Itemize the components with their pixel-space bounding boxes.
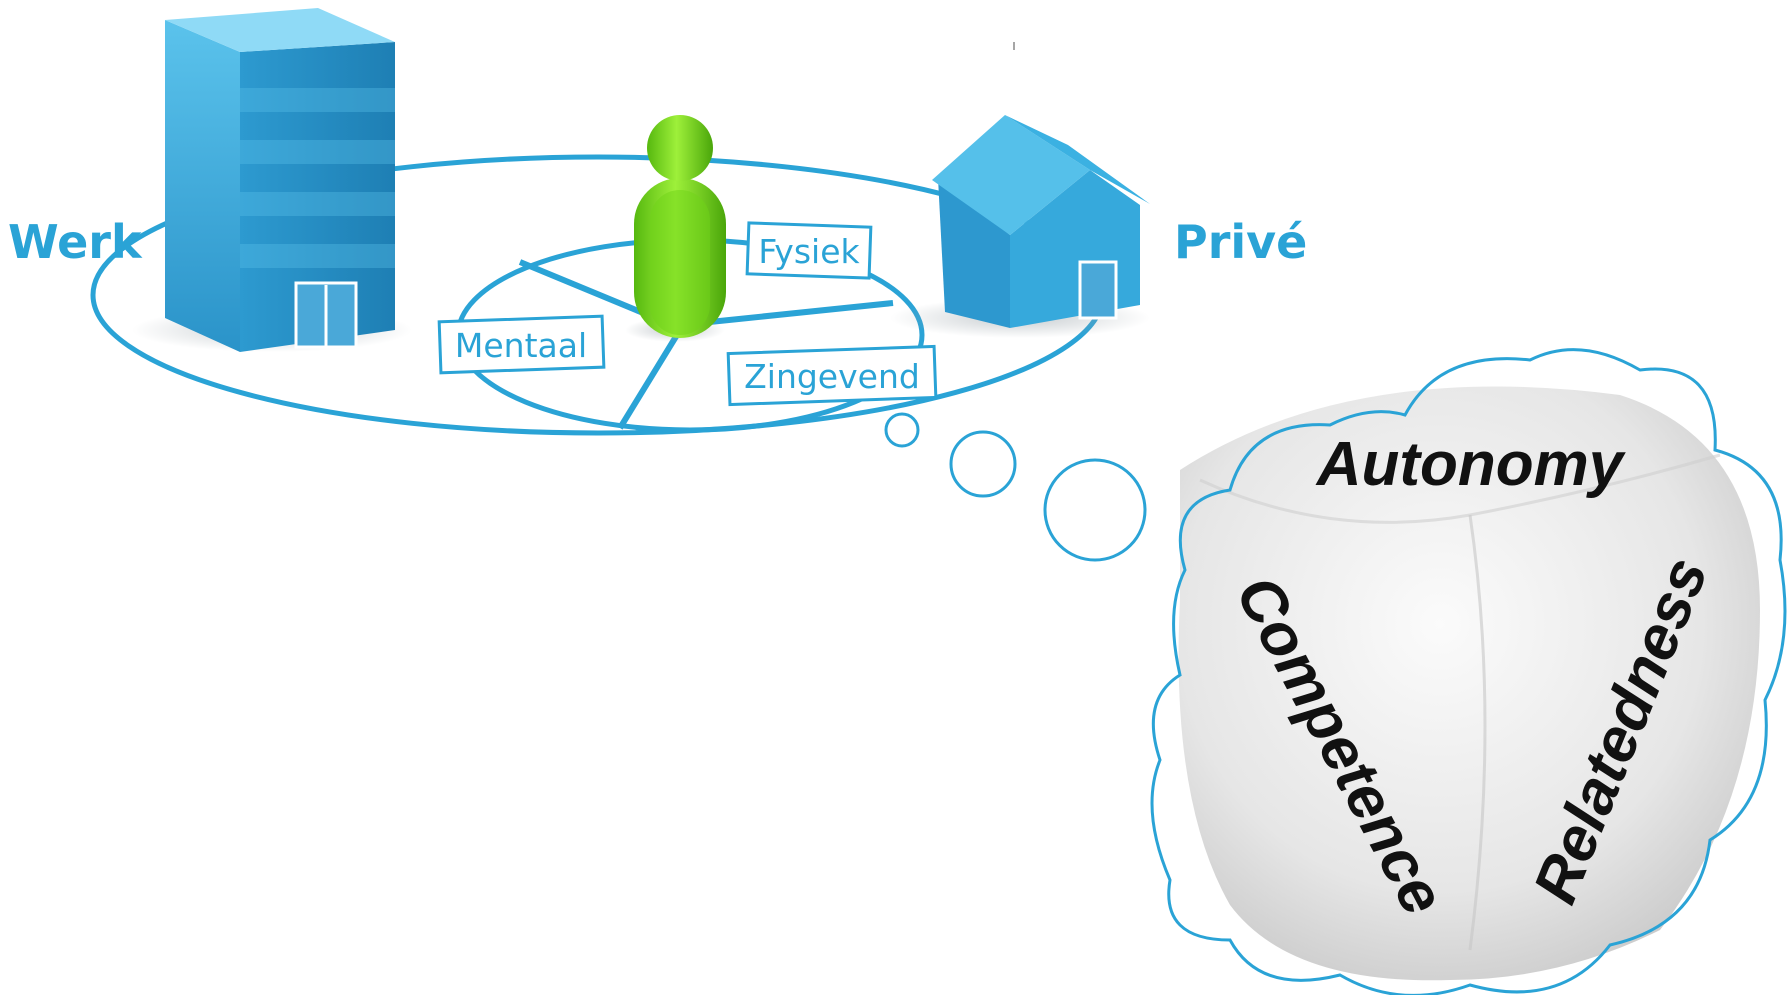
dice-icon: Autonomy Competence Relatedness — [1178, 386, 1760, 981]
thought-dot-large — [1043, 458, 1147, 562]
dice-label-autonomy: Autonomy — [1315, 430, 1627, 499]
person-icon — [625, 115, 726, 342]
fysiek-label: Fysiek — [758, 232, 860, 271]
werk-label: Werk — [8, 215, 143, 269]
thought-dot-medium — [949, 430, 1017, 498]
pie-divider-3 — [617, 328, 683, 430]
pie-divider-2 — [699, 300, 894, 326]
pie-divider-1 — [518, 259, 662, 323]
thought-bubble-trail — [884, 412, 1147, 562]
zingevend-label: Zingevend — [744, 357, 920, 396]
thought-cloud — [1150, 348, 1787, 995]
fysiek-tag: Fysiek — [745, 221, 873, 280]
house-door — [1078, 260, 1118, 320]
mentaal-label: Mentaal — [455, 326, 587, 365]
house-icon — [890, 115, 1150, 338]
prive-label: Privé — [1174, 215, 1307, 269]
mentaal-tag: Mentaal — [437, 314, 606, 375]
thought-dot-small — [884, 412, 920, 448]
office-building-icon — [132, 8, 412, 352]
zingevend-tag: Zingevend — [726, 344, 938, 407]
